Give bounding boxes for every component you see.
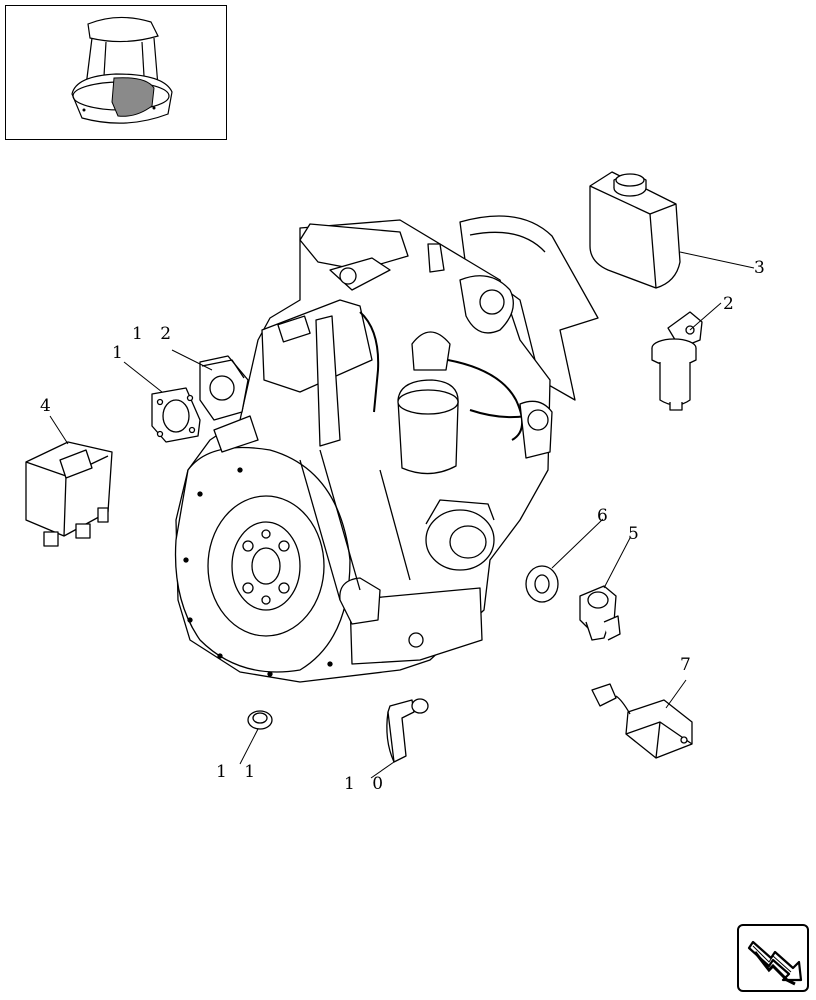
part-4-bracket [25,441,113,547]
machine-locator-icon [71,16,173,124]
locator-thumbnail [5,5,227,140]
callout-5: 5 [628,524,645,544]
engine-assembly [174,215,599,683]
callout-12: 1 2 [132,324,178,344]
callout-3: 3 [754,258,771,278]
callout-7: 7 [680,655,697,675]
callout-10: 1 0 [344,774,390,794]
part-5-solenoid [579,585,621,641]
part-3-reservoir-tank [589,171,681,289]
next-page-button[interactable] [737,924,809,992]
callout-6: 6 [597,506,614,526]
part-7-controller [591,683,693,759]
callout-2: 2 [723,294,740,314]
callout-11: 1 1 [216,762,262,782]
next-page-arrow-icon [747,940,803,986]
callout-4: 4 [40,396,57,416]
leader-lines [49,251,755,779]
callout-1: 1 [112,343,129,363]
part-6-washer [525,565,559,603]
part-1-gasket [151,387,201,443]
part-2-fuel-filter [651,311,703,411]
part-12-flange [201,359,245,379]
part-10-elbow-pipe [386,698,429,763]
part-11-plug [247,710,273,730]
